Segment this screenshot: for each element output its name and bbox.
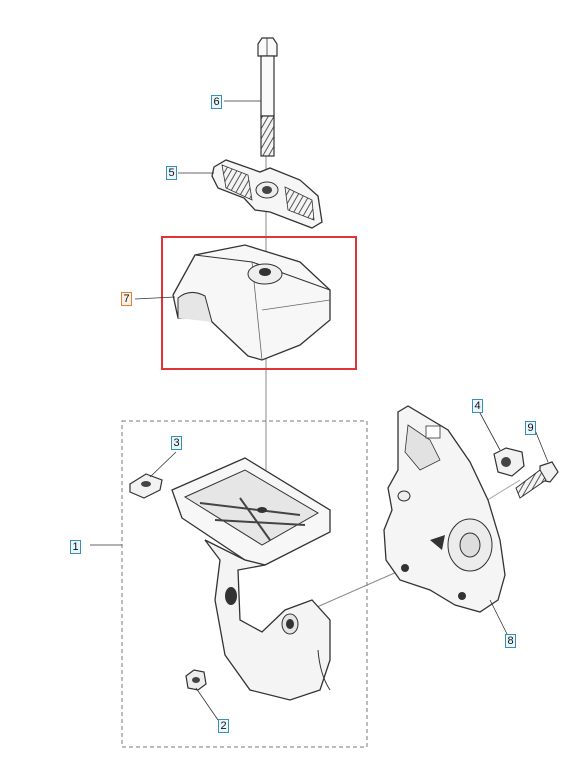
part-bracket-housing[interactable] [171,457,331,701]
part-square-nut[interactable] [129,473,163,499]
callout-7[interactable]: 7 [121,292,132,306]
leader-line-7 [134,296,176,300]
part-bolt[interactable] [257,37,278,157]
callout-3[interactable]: 3 [171,436,182,450]
part-screw[interactable] [515,461,559,499]
leader-line-8 [489,599,508,635]
callout-9[interactable]: 9 [525,421,536,435]
leader-line-4 [479,412,501,451]
callout-1[interactable]: 1 [70,540,81,554]
callout-4[interactable]: 4 [472,399,483,413]
highlight-box [161,236,357,370]
callout-5[interactable]: 5 [166,166,177,180]
callout-8[interactable]: 8 [505,634,516,648]
callout-2[interactable]: 2 [218,719,229,733]
part-nut[interactable] [185,669,207,691]
assembly-group-box [121,420,368,748]
leader-line-9 [534,429,549,463]
part-mounting-bracket[interactable] [383,405,506,613]
leader-line-3 [149,451,177,478]
part-nut-insert[interactable] [493,447,525,477]
part-cover[interactable] [172,244,331,361]
callout-6[interactable]: 6 [211,95,222,109]
part-wing-knob[interactable] [211,159,323,229]
leader-line-2 [195,687,219,721]
